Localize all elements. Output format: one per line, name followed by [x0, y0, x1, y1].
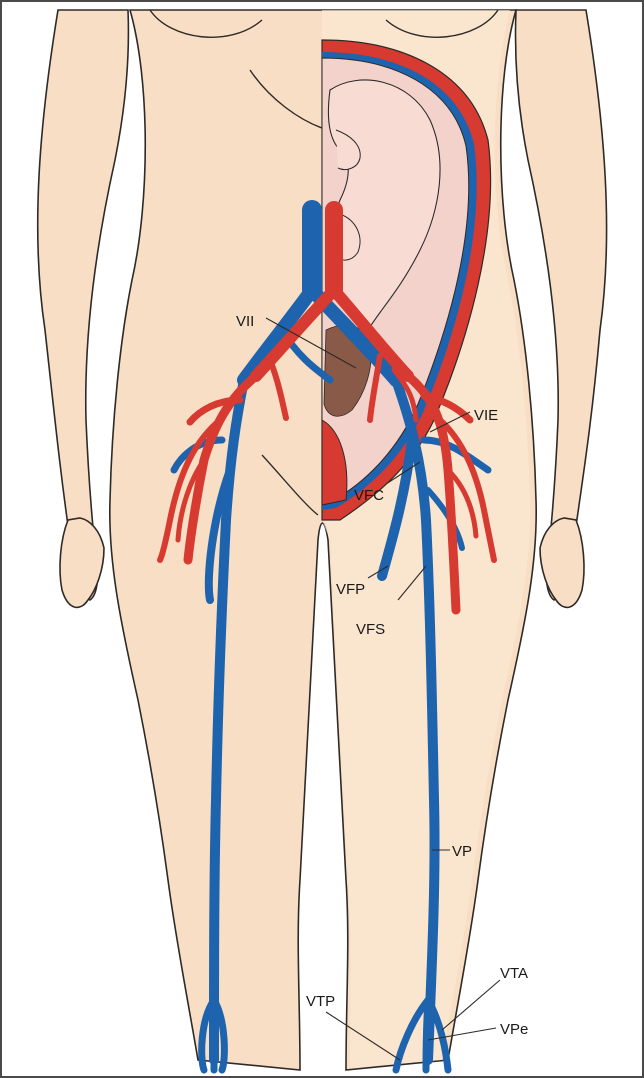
label-vpe: VPe — [500, 1021, 528, 1038]
left-foot-veins — [202, 1000, 225, 1070]
label-vtp: VTP — [306, 993, 335, 1010]
label-vfc: VFC — [354, 487, 384, 504]
label-vie: VIE — [474, 407, 498, 424]
label-vfp: VFP — [336, 581, 365, 598]
label-vta: VTA — [500, 965, 528, 982]
label-vp: VP — [452, 843, 472, 860]
label-vfs: VFS — [356, 621, 385, 638]
label-vii: VII — [236, 313, 254, 330]
